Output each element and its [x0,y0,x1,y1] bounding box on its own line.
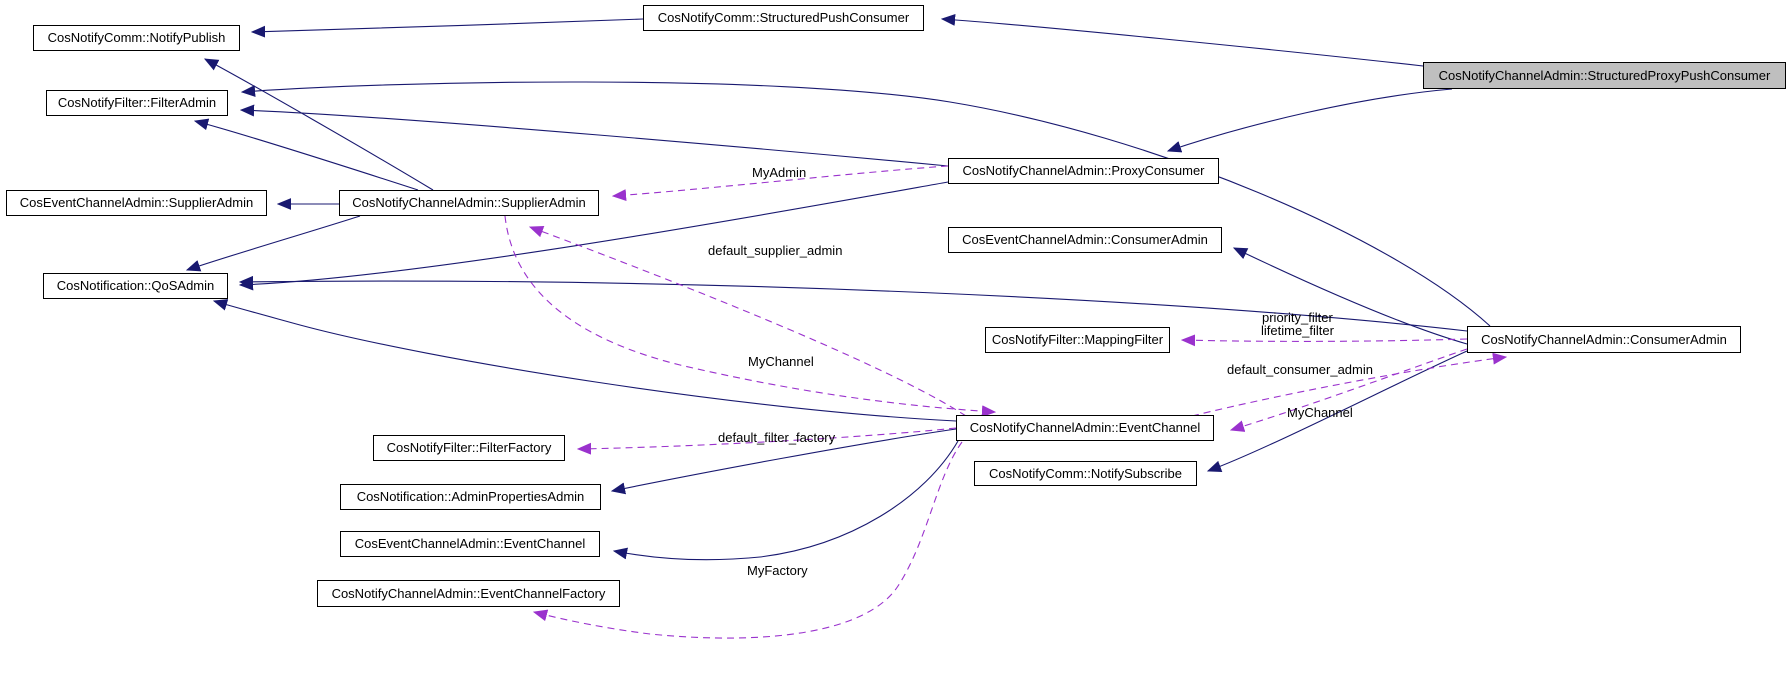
class-node-cosevent-event-channel[interactable]: CosEventChannelAdmin::EventChannel [340,531,600,557]
class-node-event-channel-factory[interactable]: CosNotifyChannelAdmin::EventChannelFacto… [317,580,620,607]
class-node-notify-subscribe[interactable]: CosNotifyComm::NotifySubscribe [974,461,1197,486]
edge-consumeradmin-to-filteradmin [240,81,1491,327]
class-node-proxy-consumer[interactable]: CosNotifyChannelAdmin::ProxyConsumer [948,158,1219,184]
edge-eventchannel-to-adminpropertiesadmin [610,428,957,495]
class-node-filter-admin[interactable]: CosNotifyFilter::FilterAdmin [46,90,228,116]
class-node-consumer-admin[interactable]: CosNotifyChannelAdmin::ConsumerAdmin [1467,326,1741,353]
class-node-event-supplier-admin[interactable]: CosEventChannelAdmin::SupplierAdmin [6,190,267,216]
edge-proxyconsumer-to-qosadmin [238,181,949,291]
edge-myfactory [532,441,963,639]
edge-consumeradmin-to-qosadmin [238,275,1468,332]
edge-proxyconsumer-to-filteradmin [239,104,949,167]
edge-default-supplier-admin [528,225,967,417]
class-node-qos-admin[interactable]: CosNotification::QoSAdmin [43,273,228,299]
class-node-mapping-filter[interactable]: CosNotifyFilter::MappingFilter [985,327,1170,353]
class-node-structured-proxy-push-consumer: CosNotifyChannelAdmin::StructuredProxyPu… [1423,62,1786,89]
edge-default-filter-factory [576,427,957,455]
edge-supplieradmin-to-notifypublish [203,58,434,191]
class-node-notify-publish[interactable]: CosNotifyComm::NotifyPublish [33,25,240,51]
class-node-structured-push-consumer[interactable]: CosNotifyComm::StructuredPushConsumer [643,5,924,31]
edge-sppc-to-structuredpushconsumer [940,13,1424,67]
edge-mychannel-from-supplieradmin [504,215,997,418]
edge-consumeradmin-to-eventconsumeradmin [1232,247,1468,345]
edge-sppc-to-proxyconsumer [1166,88,1453,153]
edge-supplieradmin-to-qosadmin [185,215,361,272]
edge-supplieradmin-to-filteradmin [193,118,419,191]
class-node-filter-factory[interactable]: CosNotifyFilter::FilterFactory [373,435,565,461]
edge-mychannel-from-consumeradmin [1229,348,1468,432]
class-node-event-consumer-admin[interactable]: CosEventChannelAdmin::ConsumerAdmin [948,227,1222,253]
class-node-admin-properties-admin[interactable]: CosNotification::AdminPropertiesAdmin [340,484,601,510]
class-node-event-channel[interactable]: CosNotifyChannelAdmin::EventChannel [956,415,1214,441]
edge-default-consumer-admin [1191,352,1508,417]
edge-consumeradmin-to-notifysubscribe [1206,350,1468,473]
class-node-notify-supplier-admin[interactable]: CosNotifyChannelAdmin::SupplierAdmin [339,190,599,216]
edge-myadmin [611,165,949,202]
edge-priority-lifetime-filter [1180,334,1468,347]
edge-eventchannel-to-qosadmin [212,299,957,422]
edge-structuredpushconsumer-to-notifypublish [250,18,644,38]
edge-eventchannel-to-coseventeventchannel [612,440,959,561]
